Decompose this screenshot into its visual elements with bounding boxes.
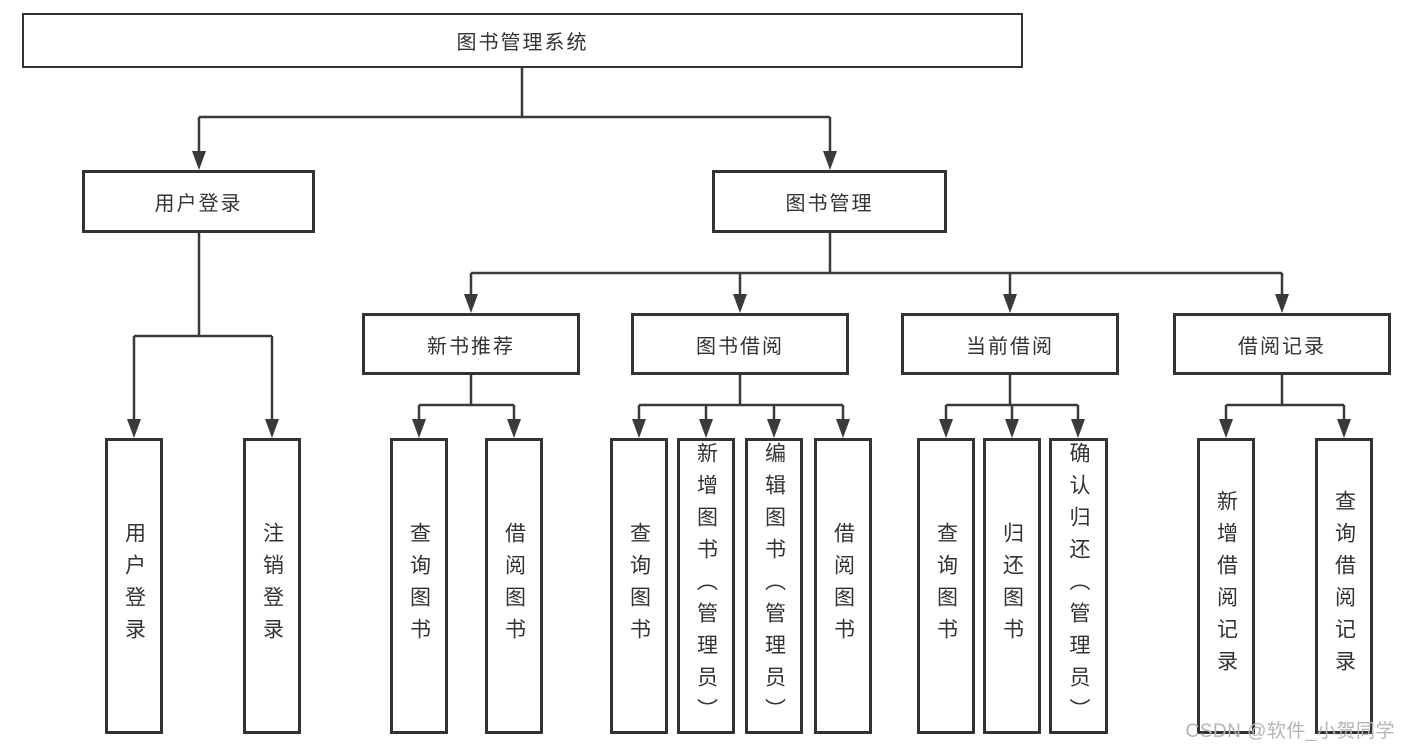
arrowhead bbox=[192, 151, 206, 170]
arrowhead bbox=[464, 294, 478, 313]
node-leaf-borrow-books-recommend: 借阅图书 bbox=[485, 438, 543, 734]
arrowhead bbox=[823, 151, 837, 170]
connector-borrowing-to-leaves bbox=[637, 375, 845, 421]
connector-book-mgmt-to-level3 bbox=[469, 233, 1284, 295]
arrowhead bbox=[767, 419, 781, 438]
node-book-borrowing: 图书借阅 bbox=[631, 313, 849, 375]
arrowhead bbox=[412, 419, 426, 438]
node-leaf-query-books-current: 查询图书 bbox=[917, 438, 975, 734]
arrowhead bbox=[836, 419, 850, 438]
arrowhead bbox=[507, 419, 521, 438]
node-leaf-user-login: 用户登录 bbox=[105, 438, 163, 734]
arrowhead bbox=[632, 419, 646, 438]
node-current-borrow: 当前借阅 bbox=[901, 313, 1119, 375]
arrowhead bbox=[1337, 419, 1351, 438]
arrowhead bbox=[733, 294, 747, 313]
arrowhead bbox=[127, 419, 141, 438]
node-leaf-logout: 注销登录 bbox=[243, 438, 301, 734]
node-leaf-query-books-recommend: 查询图书 bbox=[390, 438, 448, 734]
node-leaf-query-borrow-record: 查询借阅记录 bbox=[1315, 438, 1373, 734]
arrowhead bbox=[1003, 294, 1017, 313]
arrowhead bbox=[265, 419, 279, 438]
node-leaf-add-books-admin: 新增图书（管理员） bbox=[677, 438, 735, 734]
node-leaf-edit-books-admin: 编辑图书（管理员） bbox=[745, 438, 803, 734]
connector-root-to-level2 bbox=[197, 68, 832, 152]
node-leaf-query-books-borrowing: 查询图书 bbox=[610, 438, 668, 734]
node-user-login: 用户登录 bbox=[82, 170, 315, 233]
connector-records-to-leaves bbox=[1224, 374, 1346, 421]
connector-user-login-to-leaves bbox=[132, 233, 274, 421]
csdn-watermark: CSDN @软件_小贺同学 bbox=[1185, 721, 1395, 742]
node-leaf-borrow-books-borrowing: 借阅图书 bbox=[814, 438, 872, 734]
arrowhead bbox=[1275, 294, 1289, 313]
node-book-management: 图书管理 bbox=[712, 170, 947, 233]
arrowhead bbox=[1005, 419, 1019, 438]
node-leaf-add-borrow-record: 新增借阅记录 bbox=[1197, 438, 1255, 734]
node-new-book-recommend: 新书推荐 bbox=[362, 313, 580, 375]
arrowhead bbox=[1071, 419, 1085, 438]
node-borrow-records: 借阅记录 bbox=[1173, 313, 1391, 375]
connector-current-to-leaves bbox=[944, 375, 1080, 421]
node-leaf-confirm-return-admin: 确认归还（管理员） bbox=[1049, 438, 1108, 734]
connector-recommend-to-leaves bbox=[417, 375, 516, 421]
node-leaf-return-books: 归还图书 bbox=[983, 438, 1041, 734]
arrowhead bbox=[699, 419, 713, 438]
node-library-management-system: 图书管理系统 bbox=[22, 13, 1023, 68]
arrowhead bbox=[1219, 419, 1233, 438]
arrowhead bbox=[939, 419, 953, 438]
